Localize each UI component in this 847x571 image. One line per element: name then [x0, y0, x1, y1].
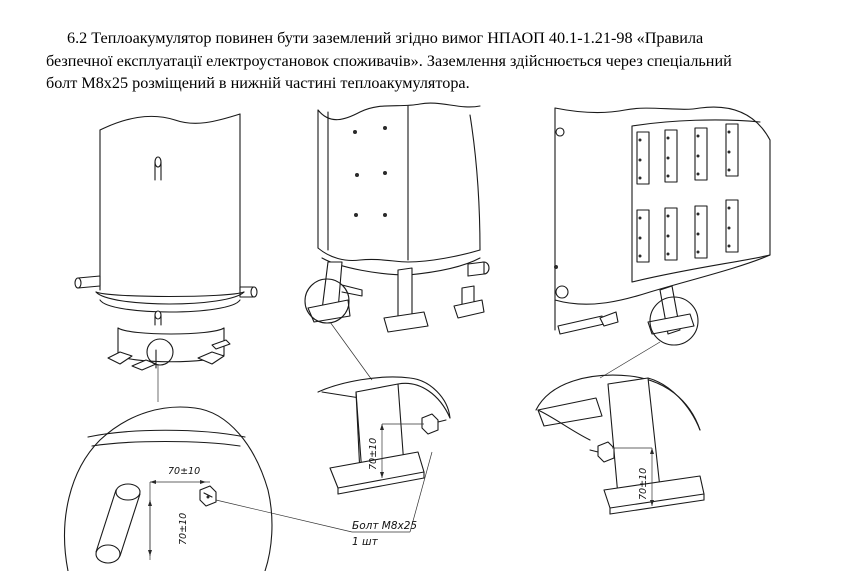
- dimension-vertical: 70±10: [178, 513, 189, 545]
- dimension-horizontal: 70±10: [168, 466, 200, 477]
- quantity-label: 1 шт: [352, 536, 379, 548]
- dimension-middle: 70±10: [368, 438, 379, 470]
- detail-leg-bolt-middle: 70±10: [317, 376, 451, 495]
- paragraph-grounding-requirement: 6.2 Теплоакумулятор повинен бути заземле…: [46, 27, 836, 95]
- paragraph-line-2: безпечної експлуатації електроустановок …: [46, 51, 732, 70]
- tank-front-view: [74, 113, 258, 402]
- dimension-right: 70±10: [638, 468, 649, 500]
- bolt-caption: Болт М8х25 1 шт: [352, 451, 433, 548]
- detail-leg-bolt-right: 70±10: [535, 374, 705, 515]
- paragraph-line-3: болт М8х25 розміщений в нижній частині т…: [46, 74, 470, 92]
- panel-slots: [636, 123, 739, 263]
- technical-drawing: 70±10 70±10 70±10: [63, 102, 771, 571]
- tank-legs-view: [304, 102, 490, 381]
- paragraph-line-1: 6.2 Теплоакумулятор повинен бути заземле…: [67, 29, 704, 47]
- bolt-label: Болт М8х25: [352, 520, 417, 532]
- tank-rear-view: [554, 106, 771, 379]
- detail-tank-bolt: 70±10 70±10: [63, 406, 353, 571]
